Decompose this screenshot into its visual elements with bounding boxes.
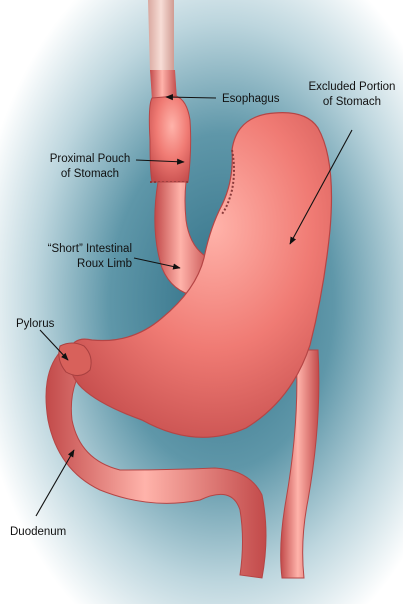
excluded-portion-label-line1: Excluded Portion (302, 80, 402, 94)
proximal-pouch-label-line2: of Stomach (40, 167, 140, 181)
pylorus-label: Pylorus (16, 317, 54, 331)
duodenum-label: Duodenum (10, 525, 66, 539)
esophagus (150, 70, 177, 100)
roux-limb-label-line2: Roux Limb (20, 257, 132, 271)
excluded-portion-label-line2: of Stomach (302, 95, 402, 109)
roux-limb-label-line1: “Short” Intestinal (20, 242, 132, 256)
upper-esophagus (148, 0, 174, 72)
esophagus-label: Esophagus (222, 92, 280, 106)
proximal-pouch-label-line1: Proximal Pouch (40, 152, 140, 166)
proximal-pouch (149, 96, 190, 182)
